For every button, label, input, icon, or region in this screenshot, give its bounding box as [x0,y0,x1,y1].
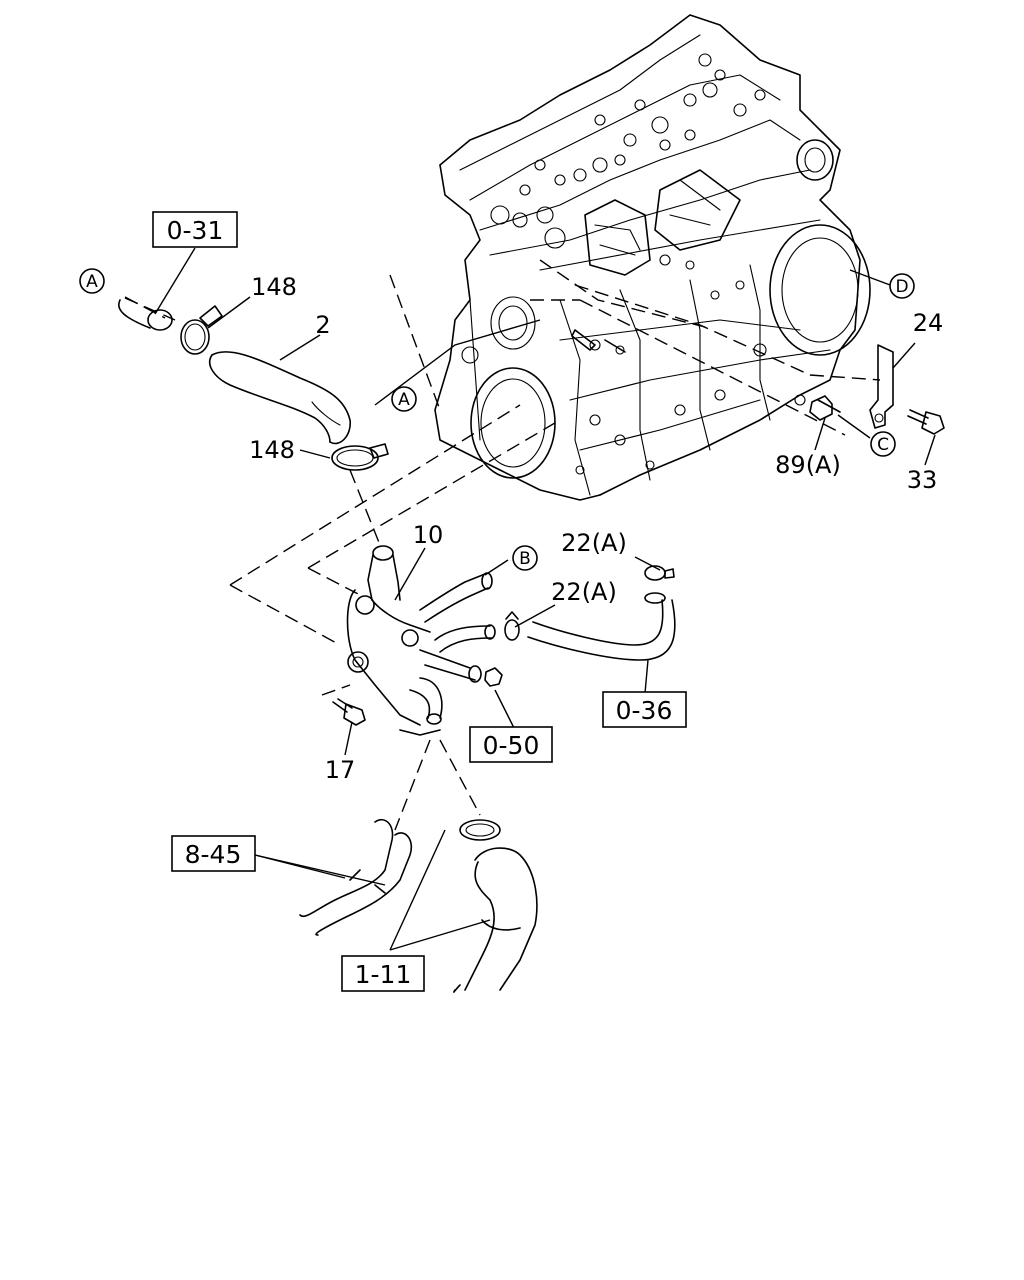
ref-box-0-36: 0-36 [602,691,687,728]
fitting-89a [809,395,841,421]
callout-22a-mid: 22(A) [551,578,617,606]
ref-0-31-label: 0-31 [167,216,224,245]
hose-0-36 [527,592,676,661]
marker-b: B [512,545,538,571]
svg-text:A: A [86,272,98,292]
bolt-17 [332,698,366,726]
callout-148-mid: 148 [249,436,295,464]
svg-text:C: C [877,435,889,455]
marker-a-top: A [79,268,105,294]
marker-d: D [889,273,915,299]
svg-text:D: D [895,277,908,297]
callout-2: 2 [315,311,330,339]
clamp-22a-top [644,565,675,581]
callout-17: 17 [325,756,356,784]
marker-c: C [870,431,896,457]
thermostat-housing-10 [346,545,496,736]
hose-2 [208,351,351,445]
callout-33: 33 [907,466,938,494]
marker-a-engine: A [391,386,417,412]
callout-89a: 89(A) [775,451,841,479]
bolt-33 [907,409,945,435]
clamp-22a-mid [504,611,520,641]
svg-text:B: B [519,549,531,569]
leader-lines [154,247,936,951]
svg-text:A: A [398,390,410,410]
ref-box-0-50: 0-50 [469,726,553,763]
hoses-8-45 [299,818,413,936]
ref-box-8-45: 8-45 [171,835,256,872]
bracket-24 [869,344,894,429]
ref-1-11-label: 1-11 [355,960,412,989]
callout-10: 10 [413,521,444,549]
hoses-1-11 [453,819,538,993]
ref-box-0-31: 0-31 [152,211,238,248]
hose-stub-0-31 [118,297,176,331]
ref-0-36-label: 0-36 [616,696,673,725]
callout-148-top: 148 [251,273,297,301]
engine-block [434,14,871,501]
clamp-148-top [180,305,223,355]
ref-box-1-11: 1-11 [341,955,425,992]
ref-8-45-label: 8-45 [185,840,242,869]
callout-24: 24 [913,309,944,337]
ref-0-50-label: 0-50 [483,731,540,760]
callout-22a-top: 22(A) [561,529,627,557]
nut-0-50 [484,667,503,687]
clamp-148-mid [331,443,389,471]
